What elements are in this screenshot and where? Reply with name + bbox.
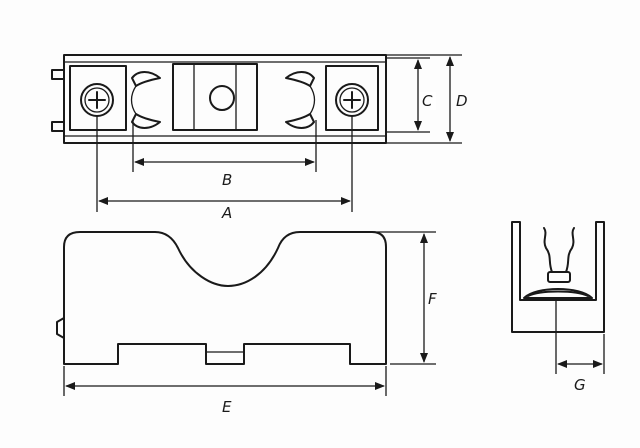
front-view-body <box>63 231 387 365</box>
left-terminal-block <box>69 65 127 131</box>
dimension-a: A <box>96 116 353 222</box>
front-view-side-tab <box>56 317 65 339</box>
dimension-b: B <box>132 120 317 189</box>
end-view-spring-wires <box>543 227 575 273</box>
dimension-label-d: D <box>456 92 468 110</box>
dimension-label-f: F <box>428 290 437 308</box>
right-screw-icon <box>335 83 369 117</box>
end-view-fuse-rim <box>527 290 589 297</box>
left-screw-icon <box>80 83 114 117</box>
dimension-label-a: A <box>221 204 232 222</box>
top-view-tab-lower <box>51 121 65 132</box>
end-view <box>511 221 605 333</box>
top-view-tab-upper <box>51 69 65 80</box>
front-view <box>56 231 387 365</box>
end-view-channel <box>511 221 605 333</box>
center-block <box>172 63 258 131</box>
dimension-c: C <box>386 57 436 133</box>
end-view-fuse-neck <box>547 271 571 283</box>
center-hole <box>209 85 235 111</box>
dimension-d: D <box>386 54 468 144</box>
dimension-label-e: E <box>222 398 232 416</box>
left-clip-icon <box>130 71 161 129</box>
top-view <box>51 54 387 144</box>
dimension-label-g: G <box>574 376 586 394</box>
top-view-outer-body <box>63 54 387 144</box>
dimension-label-b: B <box>222 171 232 189</box>
dimension-f: F <box>372 231 437 365</box>
dimension-g: G <box>555 300 605 394</box>
dimension-label-c: C <box>422 92 433 110</box>
dimension-e: E <box>63 366 387 416</box>
right-clip-icon <box>285 71 316 129</box>
